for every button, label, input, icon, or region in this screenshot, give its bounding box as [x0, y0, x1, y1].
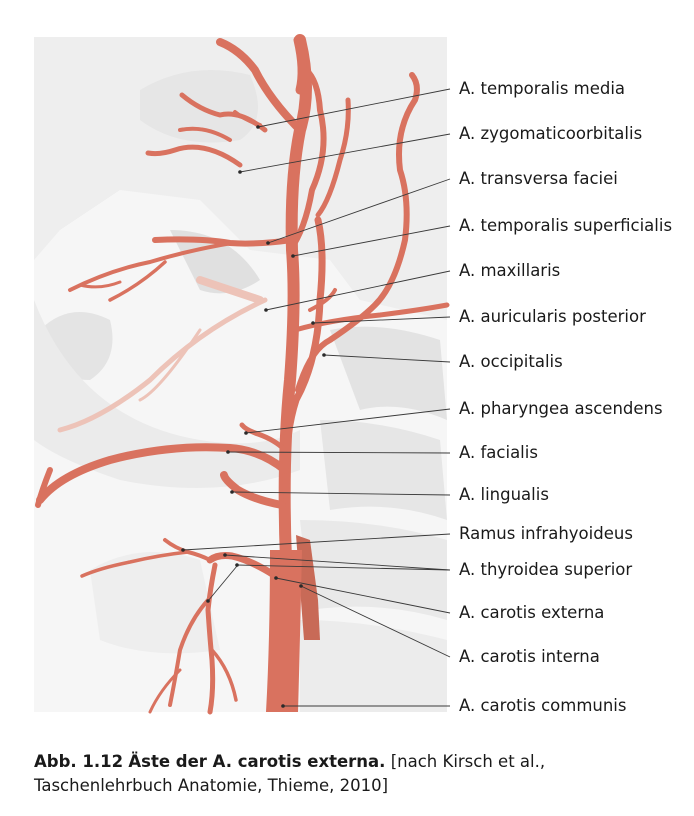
label-maxillaris: A. maxillaris [459, 261, 561, 280]
label-temporalis-media: A. temporalis media [459, 79, 626, 98]
caption-source: [nach Kirsch et al., Taschenlehrbuch Ana… [34, 752, 546, 795]
label-facialis: A. facialis [459, 443, 538, 462]
leader-lines [181, 88, 451, 708]
anatomy-illustration [34, 34, 451, 715]
arteries [35, 34, 450, 715]
label-zygomaticoorbitalis: A. zygomaticoorbitalis [459, 124, 643, 143]
label-transversa-faciei: A. transversa faciei [459, 169, 618, 188]
caption-number: Abb. 1.12 [34, 752, 124, 771]
label-carotis-communis: A. carotis communis [459, 696, 627, 715]
label-temporalis-superficialis: A. temporalis superficialis [459, 216, 673, 235]
label-pharyngea-ascendens: A. pharyngea ascendens [459, 399, 663, 418]
label-occipitalis: A. occipitalis [459, 352, 563, 371]
figure-caption: Abb. 1.12 Äste der A. carotis externa. [… [34, 750, 664, 798]
label-lingualis: A. lingualis [459, 485, 549, 504]
skull-background [34, 37, 447, 712]
label-carotis-externa: A. carotis externa [459, 603, 605, 622]
label-auricularis-posterior: A. auricularis posterior [459, 307, 646, 326]
label-carotis-interna: A. carotis interna [459, 647, 600, 666]
caption-title: Äste der A. carotis externa. [128, 752, 386, 771]
label-ramus-infrahyoideus: Ramus infrahyoideus [459, 524, 633, 543]
faded-maxillary-artery [57, 276, 268, 433]
label-thyroidea-superior: A. thyroidea superior [459, 560, 633, 579]
